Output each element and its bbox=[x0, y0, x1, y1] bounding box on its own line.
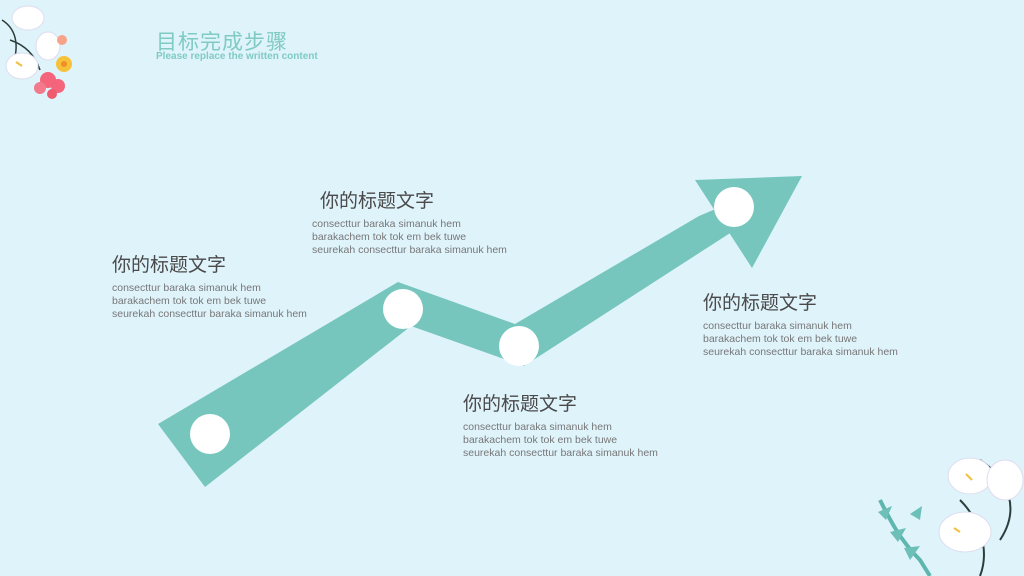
step-line: seurekah consecttur baraka simanuk hem bbox=[703, 346, 898, 358]
step-heading: 你的标题文字 bbox=[463, 393, 578, 415]
step-node-3 bbox=[499, 326, 539, 366]
step-line: barakachem tok tok em bek tuwe bbox=[112, 295, 267, 307]
page-subtitle: Please replace the written content bbox=[156, 51, 318, 62]
arrow-band bbox=[158, 205, 741, 487]
step-block-2: 你的标题文字 consecttur baraka simanuk hem bar… bbox=[312, 186, 507, 257]
step-line: consecttur baraka simanuk hem bbox=[312, 218, 461, 230]
step-block-3: 你的标题文字 consecttur baraka simanuk hem bar… bbox=[463, 389, 658, 460]
step-line: barakachem tok tok em bek tuwe bbox=[312, 231, 467, 243]
step-line: seurekah consecttur baraka simanuk hem bbox=[463, 447, 658, 459]
step-description: consecttur baraka simanuk hem barakachem… bbox=[463, 421, 658, 460]
step-heading: 你的标题文字 bbox=[320, 190, 435, 212]
step-line: barakachem tok tok em bek tuwe bbox=[463, 434, 618, 446]
step-line: barakachem tok tok em bek tuwe bbox=[703, 333, 858, 345]
flower-decoration-top-left-icon bbox=[1, 5, 72, 99]
step-description: consecttur baraka simanuk hem barakachem… bbox=[112, 282, 307, 321]
step-block-4: 你的标题文字 consecttur baraka simanuk hem bar… bbox=[703, 288, 898, 359]
step-node-4 bbox=[714, 187, 754, 227]
flower-decoration-bottom-right-icon bbox=[878, 457, 1024, 576]
step-node-2 bbox=[383, 289, 423, 329]
step-line: consecttur baraka simanuk hem bbox=[463, 421, 612, 433]
step-heading: 你的标题文字 bbox=[703, 292, 818, 314]
page-title: 目标完成步骤 bbox=[156, 30, 288, 54]
step-description: consecttur baraka simanuk hem barakachem… bbox=[703, 320, 898, 359]
step-heading: 你的标题文字 bbox=[112, 254, 227, 276]
step-description: consecttur baraka simanuk hem barakachem… bbox=[312, 218, 507, 257]
step-line: consecttur baraka simanuk hem bbox=[112, 282, 261, 294]
step-line: seurekah consecttur baraka simanuk hem bbox=[312, 244, 507, 256]
step-line: consecttur baraka simanuk hem bbox=[703, 320, 852, 332]
step-line: seurekah consecttur baraka simanuk hem bbox=[112, 308, 307, 320]
step-node-1 bbox=[190, 414, 230, 454]
step-block-1: 你的标题文字 consecttur baraka simanuk hem bar… bbox=[112, 250, 307, 321]
